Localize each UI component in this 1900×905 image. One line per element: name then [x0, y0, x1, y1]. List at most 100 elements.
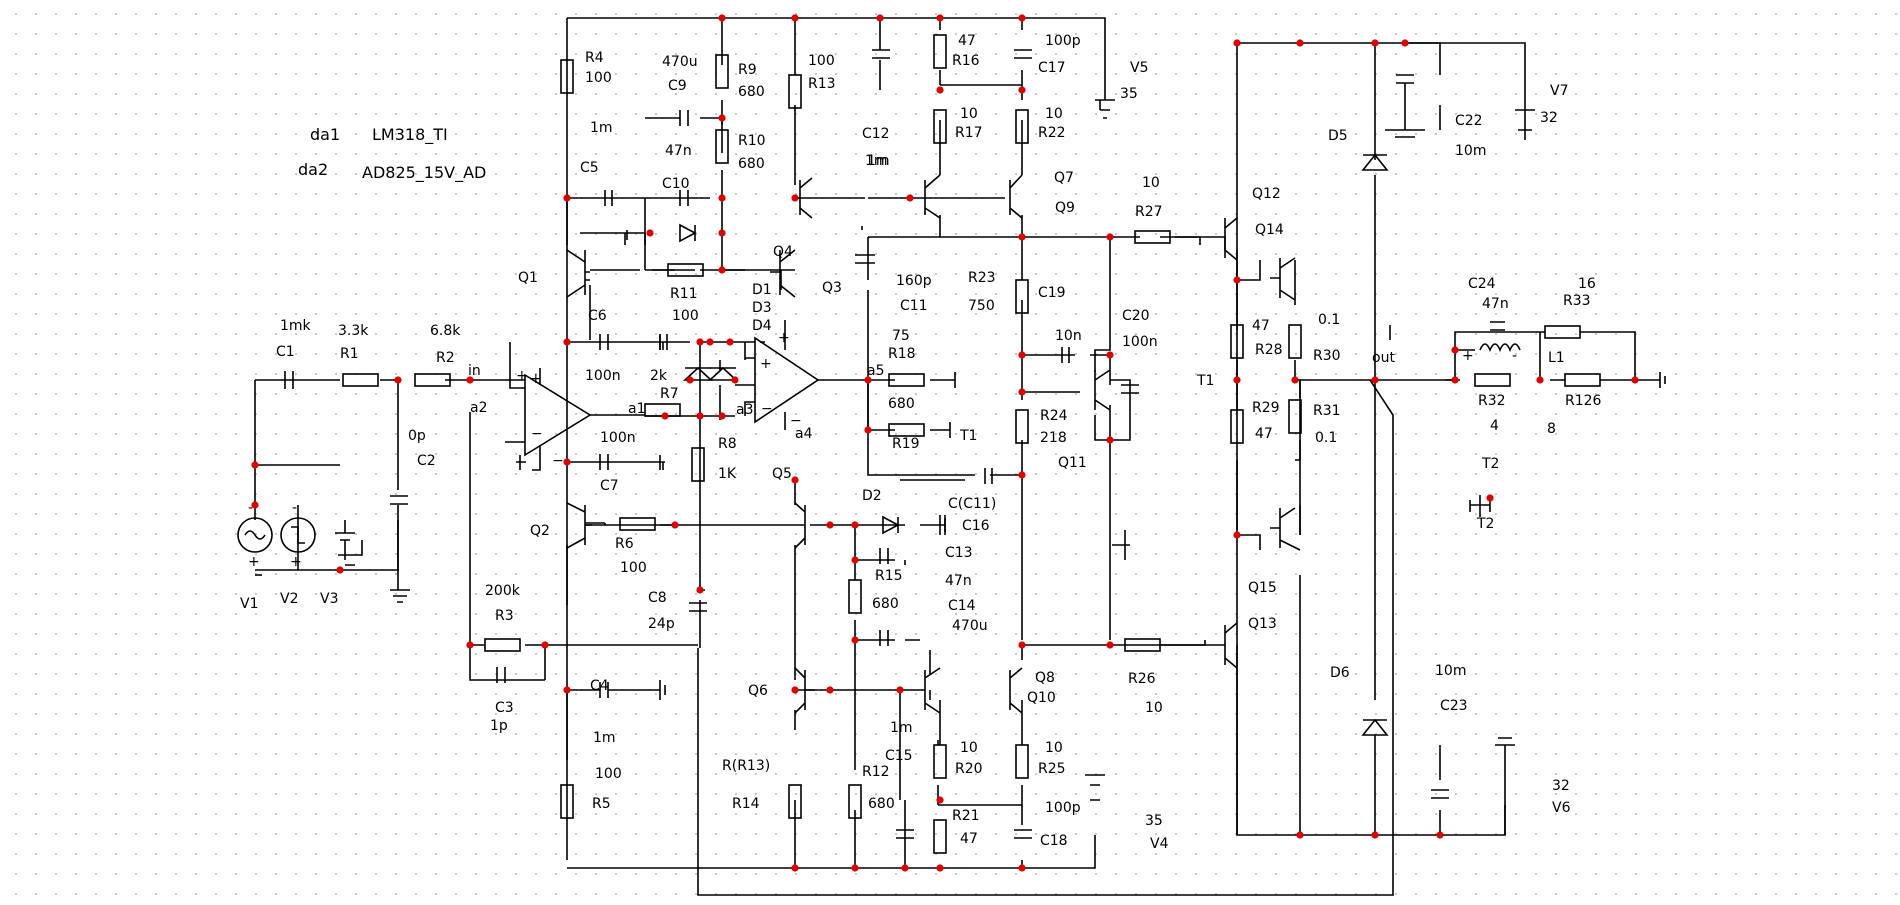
label-out: out [1372, 350, 1395, 366]
label-r20: R20 [955, 761, 983, 777]
label-r6: R6 [615, 536, 634, 552]
label-c20: C20 [1122, 308, 1150, 324]
label-r15v: 680 [872, 596, 899, 612]
ground-c7 [659, 455, 664, 470]
label-c19: C19 [1038, 285, 1066, 301]
label-a1: a1 [628, 401, 646, 417]
label-c12v: 1m [867, 153, 890, 169]
label-c14v: 470u [952, 618, 988, 634]
battery-v3 [338, 540, 363, 566]
label-c12: C12 [862, 126, 890, 142]
svg-text:−: − [761, 401, 773, 417]
label-q3: Q3 [822, 280, 842, 296]
label-r18v: 75 [892, 328, 910, 344]
resistor-r22 [1015, 109, 1029, 144]
capacitor-c17 [1014, 49, 1032, 59]
svg-text:-: - [292, 500, 297, 516]
capacitor-c9 [679, 110, 689, 126]
transistor-q10 [1009, 667, 1023, 714]
label-r23: R23 [968, 270, 996, 286]
ground-opamp1 [516, 455, 526, 470]
labels: da1 LM318_TI da2 AD825_15V_AD R4 100 470… [240, 33, 1602, 852]
label-r31v: 0.1 [1315, 430, 1337, 446]
label-q8: Q8 [1035, 670, 1055, 686]
capacitor-c20 [1121, 384, 1139, 394]
resistor-r14 [788, 784, 802, 819]
label-r27: R27 [1135, 204, 1163, 220]
label-q12: Q12 [1252, 186, 1281, 202]
transistor-q5 [794, 502, 806, 549]
transistor-q2 [566, 502, 592, 549]
label-q7: Q7 [1054, 170, 1074, 186]
capacitor-c22 [1396, 74, 1414, 130]
label-in: in [468, 363, 481, 379]
transistor-q12 [1224, 217, 1238, 261]
svg-text:+: + [760, 356, 772, 372]
label-c12v: 1m [865, 153, 888, 169]
label-q13: Q13 [1248, 616, 1277, 632]
label-t2: T2 [1481, 456, 1499, 472]
transistor-q8 [924, 667, 941, 714]
label-r5v: 100 [595, 766, 622, 782]
ground-c4 [659, 680, 666, 700]
label-c18: C18 [1040, 833, 1068, 849]
resistor-r17 [933, 109, 947, 144]
source-v1 [237, 517, 273, 553]
label-r13v: 100 [808, 53, 835, 69]
svg-text:+: + [248, 554, 260, 570]
diode-d2 [882, 515, 900, 535]
capacitors [284, 49, 1505, 839]
resistor-r9 [715, 54, 729, 89]
label-r4: R4 [585, 50, 604, 66]
svg-text:+: + [290, 554, 302, 570]
resistor-r3 [484, 638, 521, 652]
port-t2 [1469, 495, 1491, 517]
label-c5v: 1m [590, 120, 613, 136]
label-r17v: 10 [960, 106, 978, 122]
label-v7v: 32 [1540, 110, 1558, 126]
diode-d5 [1361, 153, 1389, 171]
label-a3: a3 [736, 402, 754, 418]
capacitor-c5 [604, 190, 613, 206]
capacitor-c13 [879, 548, 889, 564]
battery-v6 [1495, 737, 1515, 746]
resistor-r20 [933, 744, 947, 779]
svg-text:+: + [516, 368, 528, 384]
resistor-r24 [1015, 409, 1029, 444]
label-c15v: 1m [890, 720, 913, 736]
label-r27v: 10 [1142, 175, 1160, 191]
label-c11v: 160p [896, 273, 932, 289]
label-r9v: 680 [738, 84, 765, 100]
label-r29: R29 [1252, 400, 1280, 416]
opamp-da2 [754, 336, 820, 424]
ground-d1 [624, 230, 628, 245]
label-c5: C5 [580, 160, 599, 176]
label-r24: R24 [1040, 408, 1068, 424]
label-c4: C4 [590, 678, 609, 694]
capacitor-c12 [872, 49, 890, 59]
label-c19v: 10n [1055, 328, 1082, 344]
label-r28v: 47 [1252, 318, 1270, 334]
label-r8v: 1K [718, 466, 737, 482]
label-q14: Q14 [1255, 222, 1284, 238]
label-r8: R8 [718, 436, 737, 452]
label-r11: R11 [670, 286, 698, 302]
label-r17: R17 [955, 125, 983, 141]
label-r1: R1 [340, 346, 359, 362]
transistor-q14 [1270, 257, 1296, 301]
transistor-q11 [1094, 369, 1111, 411]
label-d6: D6 [1330, 665, 1350, 681]
capacitor-c14 [879, 630, 889, 646]
resistor-r15 [848, 579, 862, 614]
ground-c22 [1385, 129, 1425, 138]
diode-d3 [682, 366, 714, 381]
label-c23: C23 [1440, 698, 1468, 714]
label-r6v: 100 [620, 560, 647, 576]
label-q10: Q10 [1027, 690, 1056, 706]
model-da2-name: da2 [298, 160, 328, 179]
label-c22v: 10m [1455, 143, 1486, 159]
resistor-r5 [560, 784, 574, 819]
label-c2v: 0p [408, 428, 426, 444]
label-r25: R25 [1038, 761, 1066, 777]
label-c1v: 1mk [280, 318, 312, 334]
